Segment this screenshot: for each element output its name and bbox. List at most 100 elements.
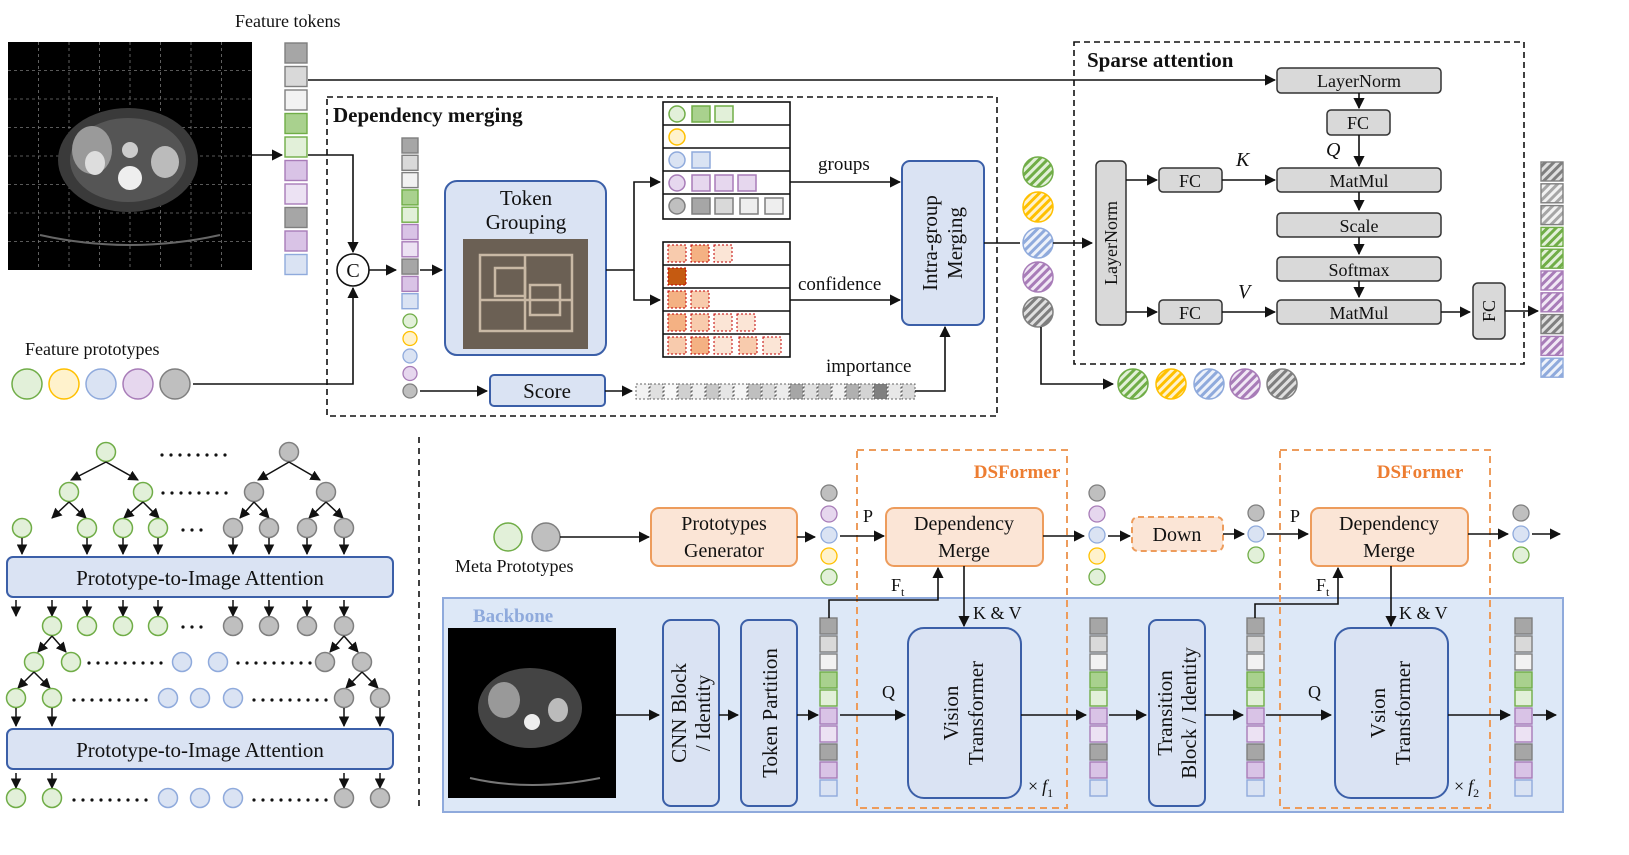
prototype-token xyxy=(402,383,418,399)
tree-node xyxy=(5,787,27,809)
tree-node xyxy=(41,687,63,709)
fc-out: FC xyxy=(1472,282,1506,340)
token-gray xyxy=(1514,743,1533,761)
prototype-token xyxy=(402,330,418,347)
token-partition-box: Token Partition xyxy=(740,619,798,807)
matmul-2: MatMul xyxy=(1276,299,1442,325)
token-lightgreen xyxy=(819,689,838,707)
svg-text:MatMul: MatMul xyxy=(1329,171,1388,191)
token-gray xyxy=(401,137,419,154)
output-token-column xyxy=(1540,161,1564,378)
tree-node xyxy=(351,651,373,673)
token-lightgreen xyxy=(1089,689,1108,707)
tree-node xyxy=(296,615,318,637)
k-label: K xyxy=(1235,149,1251,171)
backbone-token-column-2 xyxy=(1089,617,1108,797)
svg-text:FC: FC xyxy=(1479,300,1499,322)
tree-node xyxy=(315,481,337,503)
token-purple xyxy=(401,275,419,293)
kv-label-2: K & V xyxy=(1399,603,1448,623)
final-prototypes-column xyxy=(1512,504,1530,564)
tree-node xyxy=(278,441,300,463)
score-cell xyxy=(649,383,664,400)
tree-node xyxy=(11,517,33,539)
feature-prototype-yellow xyxy=(48,368,80,400)
svg-text:Prototype-to-Image Attention: Prototype-to-Image Attention xyxy=(76,738,324,762)
token-blue xyxy=(1514,779,1533,797)
dsformer-label-1: DSFormer xyxy=(974,462,1061,483)
svg-text:Dependency: Dependency xyxy=(1339,513,1439,535)
tree-node xyxy=(222,687,244,709)
token-lightgreen xyxy=(1246,689,1265,707)
merged-prototypes-column-1 xyxy=(1088,484,1106,586)
vision-transformer-box-1: Vision Transformer xyxy=(907,627,1022,799)
dependency-merging-title: Dependency merging xyxy=(333,103,523,127)
dependency-merging-box xyxy=(326,96,998,417)
prototype-to-image-attention-2: Prototype-to-Image Attention xyxy=(6,728,394,770)
dependency-merge-box-2: Dependency Merge xyxy=(1310,507,1469,567)
p-label-2: P xyxy=(1290,506,1300,526)
tree-node xyxy=(132,481,154,503)
token-lightgray xyxy=(1514,635,1533,653)
tree-node xyxy=(157,687,179,709)
score-cell xyxy=(873,383,888,400)
token-gray xyxy=(1246,617,1265,635)
token-green xyxy=(1540,226,1564,248)
svg-text:Merge: Merge xyxy=(1363,540,1415,562)
v-label: V xyxy=(1238,281,1253,303)
fc-v: FC xyxy=(1158,299,1223,325)
layernorm-top: LayerNorm xyxy=(1276,67,1442,94)
score-cell xyxy=(831,383,846,400)
tree-node xyxy=(222,615,244,637)
score-cell xyxy=(691,383,706,400)
tree-node xyxy=(222,787,244,809)
token-gray xyxy=(284,42,308,64)
token-white xyxy=(819,653,838,671)
prototype-hierarchy xyxy=(5,441,391,809)
tree-node xyxy=(333,615,355,637)
token-lightpurple xyxy=(1514,725,1533,743)
token-gray xyxy=(401,258,419,275)
token-green xyxy=(1514,671,1533,689)
token-gray xyxy=(284,206,308,229)
ft-label-1: Ft xyxy=(891,575,905,599)
score-cell xyxy=(705,383,720,400)
sparse-attention-box xyxy=(1073,41,1525,365)
q-label-bottom-2: Q xyxy=(1308,682,1321,702)
dependency-merge-box-1: Dependency Merge xyxy=(885,507,1044,567)
tree-node xyxy=(258,517,280,539)
backbone-label: Backbone xyxy=(473,606,553,627)
backbone-token-column-1 xyxy=(819,617,838,797)
feature-prototype-green xyxy=(11,368,43,400)
feature-prototype-blue xyxy=(85,368,117,400)
svg-text:LayerNorm: LayerNorm xyxy=(1101,201,1121,285)
score-cell xyxy=(677,383,692,400)
token-lightgray xyxy=(819,635,838,653)
token-blue xyxy=(819,779,838,797)
score-cell xyxy=(817,383,832,400)
token-purple xyxy=(284,230,308,252)
feature-prototypes-row xyxy=(11,368,191,400)
tree-node xyxy=(147,517,169,539)
token-green xyxy=(819,671,838,689)
token-lightgreen xyxy=(284,136,308,158)
ft-label-2: Ft xyxy=(1316,575,1330,599)
dsformer-box-2 xyxy=(1279,449,1491,809)
svg-text:Intra-group: Intra-group xyxy=(918,195,942,291)
token-blue xyxy=(1089,779,1108,797)
meta-prototype-gray xyxy=(531,522,561,552)
layernorm-vertical: LayerNorm xyxy=(1095,160,1127,326)
token-gray xyxy=(819,743,838,761)
token-gray xyxy=(819,617,838,635)
token-purple xyxy=(1540,270,1564,291)
score-cell xyxy=(789,383,804,400)
svg-text:Softmax: Softmax xyxy=(1329,260,1390,280)
token-lightpurple xyxy=(1540,292,1564,313)
confidence-table xyxy=(662,241,791,358)
prototype-token xyxy=(402,348,418,364)
feature-prototype-gray xyxy=(159,368,191,400)
svg-text:Merging: Merging xyxy=(943,207,967,279)
tree-node xyxy=(60,651,82,673)
down-prototypes-column xyxy=(1247,504,1265,564)
